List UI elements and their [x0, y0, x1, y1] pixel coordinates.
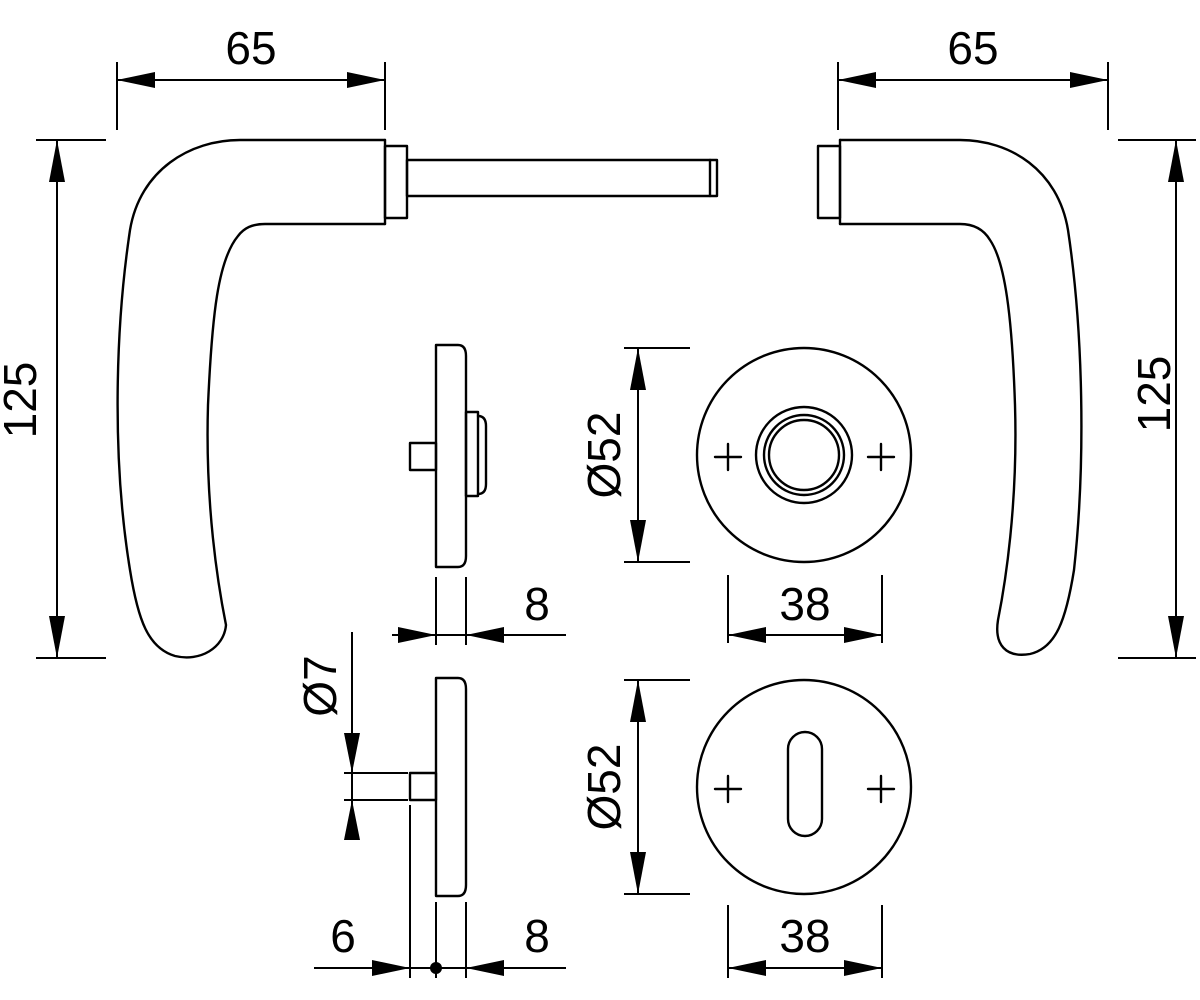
arrow-head	[466, 960, 504, 976]
arrow-head	[844, 627, 882, 643]
right-handle-height-dimension: 125	[1118, 139, 1196, 659]
escutcheon-pin-diameter-dimension: Ø7	[294, 632, 408, 840]
screw-hole-left	[713, 774, 743, 804]
arrow-head	[630, 520, 646, 562]
escutcheon-diameter-dimension: Ø52	[578, 679, 690, 895]
arrow-head	[344, 800, 360, 840]
screw-hole-left	[713, 442, 743, 472]
escutcheon-thickness-label: 8	[524, 910, 550, 962]
arrow-head	[49, 140, 65, 182]
arrow-head	[1168, 140, 1184, 182]
left-handle-width-label: 65	[225, 22, 276, 74]
arrow-head	[466, 627, 504, 643]
rose-diameter-dimension: Ø52	[578, 347, 690, 563]
left-handle	[116, 138, 719, 659]
right-handle-width-label: 65	[947, 22, 998, 74]
left-handle-height-label: 125	[0, 362, 46, 439]
dimension-dot	[430, 962, 442, 974]
arrow-head	[728, 627, 766, 643]
escutcheon-thickness-dimension: 6 8	[314, 805, 566, 978]
left-handle-width-dimension: 65	[116, 22, 386, 130]
arrow-head	[1168, 616, 1184, 658]
arrow-head	[1070, 72, 1108, 88]
left-handle-height-dimension: 125	[0, 139, 106, 659]
screw-hole-right	[866, 774, 896, 804]
escutcheon-spacing-dimension: 38	[727, 905, 883, 978]
rose-thickness-dimension: 8	[392, 577, 566, 645]
right-handle-width-dimension: 65	[837, 22, 1109, 130]
arrow-head	[630, 348, 646, 390]
arrow-head	[630, 680, 646, 722]
arrow-head	[347, 72, 385, 88]
escutcheon-pin-diameter-label: Ø7	[294, 655, 346, 716]
rose-spacing-label: 38	[779, 578, 830, 630]
rose-spacing-dimension: 38	[727, 575, 883, 643]
arrow-head	[49, 616, 65, 658]
keyhole-slot	[786, 730, 824, 838]
arrow-head	[630, 852, 646, 894]
screw-hole-right	[866, 442, 896, 472]
escutcheon-diameter-label: Ø52	[578, 744, 630, 831]
rose-side-view	[408, 343, 488, 569]
arrow-head	[398, 627, 436, 643]
right-handle	[816, 138, 1083, 656]
arrow-head	[844, 960, 882, 976]
escutcheon-side-view	[408, 676, 468, 898]
rose-thickness-label: 8	[524, 578, 550, 630]
arrow-head	[117, 72, 155, 88]
arrow-head	[728, 960, 766, 976]
escutcheon-pin-length-label: 6	[330, 910, 356, 962]
right-handle-height-label: 125	[1128, 356, 1180, 433]
rose-front-view	[695, 346, 913, 564]
arrow-head	[372, 960, 410, 976]
escutcheon-spacing-label: 38	[779, 910, 830, 962]
escutcheon-front-view	[695, 678, 913, 896]
rose-diameter-label: Ø52	[578, 412, 630, 499]
arrow-head	[344, 733, 360, 773]
arrow-head	[838, 72, 876, 88]
